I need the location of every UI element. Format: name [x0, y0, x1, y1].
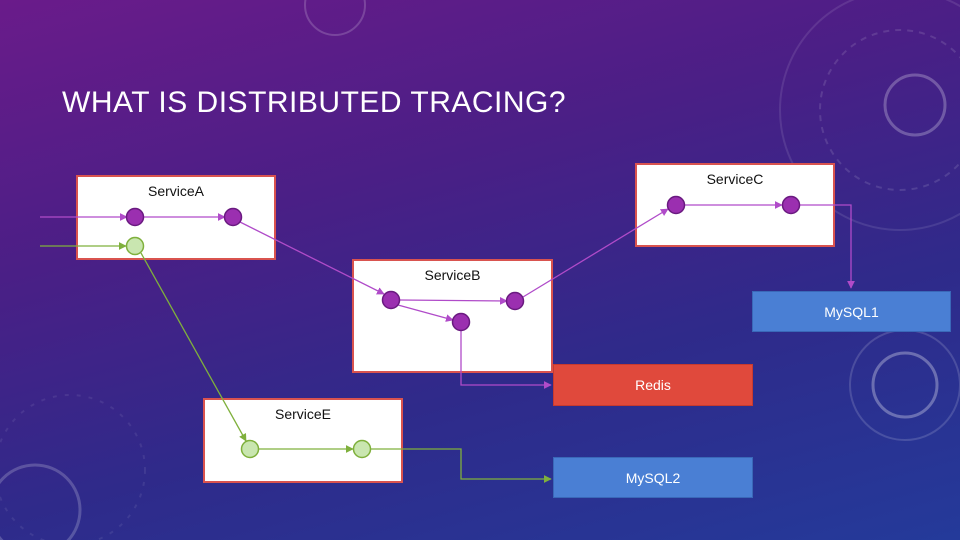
edge-b1-to-b2 — [397, 304, 454, 322]
mysql2-box: MySQL2 — [553, 457, 753, 498]
edge-e2-to-mysql2 — [371, 448, 552, 483]
span-node-c2 — [781, 195, 801, 215]
deco-ring-top — [304, 0, 366, 36]
span-node-c1 — [666, 195, 686, 215]
service-b-label: ServiceB — [424, 267, 481, 283]
span-node-b1 — [381, 290, 401, 310]
span-node-e2 — [352, 439, 372, 459]
deco-ring-bottomleft — [0, 463, 82, 540]
edge-a3-to-e1 — [140, 252, 247, 442]
service-e-label: ServiceE — [274, 406, 332, 422]
span-node-a1 — [125, 207, 145, 227]
mysql1-box: MySQL1 — [752, 291, 951, 332]
span-node-a3 — [125, 236, 145, 256]
deco-ring-right-inner — [871, 351, 939, 419]
edge-b1-to-b3 — [399, 297, 508, 305]
edge-a2-to-b1 — [239, 221, 385, 295]
edge-b2-to-redis — [460, 331, 552, 389]
service-e-box: ServiceE — [203, 398, 403, 483]
edge-c2-to-mysql1 — [800, 204, 855, 289]
span-node-b3 — [505, 291, 525, 311]
span-node-b2 — [451, 312, 471, 332]
deco-ring-topright-outer — [779, 0, 960, 231]
deco-ring-topright-inner — [883, 73, 947, 137]
span-node-a2 — [223, 207, 243, 227]
service-a-label: ServiceA — [147, 183, 205, 199]
slide-title: WHAT IS DISTRIBUTED TRACING? — [62, 86, 567, 119]
span-node-e1 — [240, 439, 260, 459]
service-c-label: ServiceC — [706, 171, 764, 187]
redis-box: Redis — [553, 364, 753, 406]
deco-ring-bottomleft-outer — [0, 394, 146, 540]
edge-b3-to-c1 — [522, 208, 669, 298]
deco-ring-topright-mid — [819, 29, 960, 191]
